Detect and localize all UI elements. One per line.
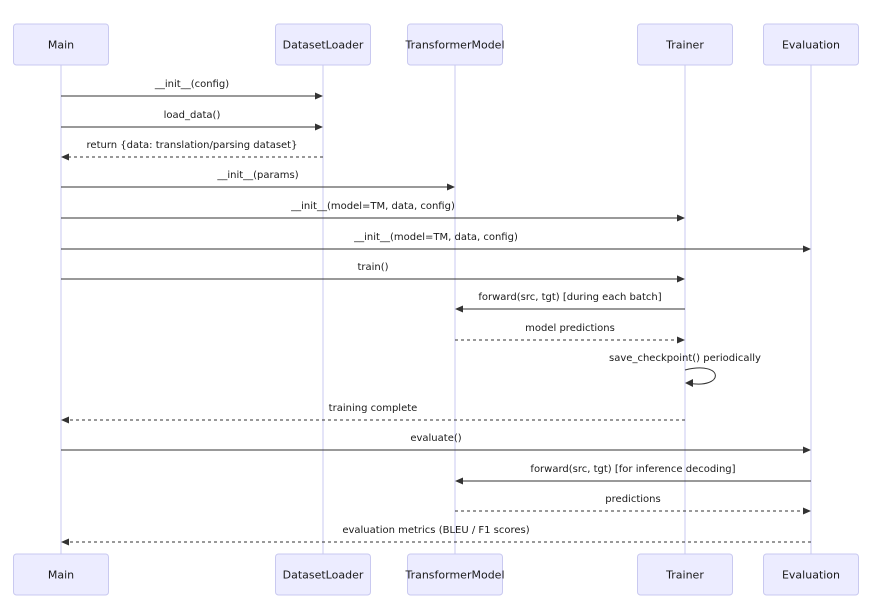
participant-transformer-model-top[interactable]: TransformerModel [404,23,505,66]
arrowhead [677,275,685,283]
participant-label: DatasetLoader [283,39,364,52]
participant-box [275,553,371,596]
arrowhead [803,446,811,454]
arrowhead [803,507,811,515]
arrowhead [685,379,693,387]
participant-trainer-top[interactable]: Trainer [637,23,733,66]
self-message-loop [684,367,716,385]
arrowhead [803,245,811,253]
message-14: predictions [455,494,811,515]
message-11: training complete [61,403,685,424]
lifelines [60,65,812,554]
participant-label: TransformerModel [404,569,504,582]
participant-label: Evaluation [782,569,840,582]
message-8: forward(src, tgt) [during each batch] [455,292,685,313]
participant-box [407,23,503,66]
participant-label: Trainer [665,39,704,52]
participant-dataset-loader-top[interactable]: DatasetLoader [275,23,371,66]
participant-label: Main [48,39,74,52]
participant-main-bottom[interactable]: Main [13,553,109,596]
message-label: predictions [605,494,660,505]
participant-evaluation-top[interactable]: Evaluation [763,23,859,66]
arrowhead [61,416,69,424]
message-label: forward(src, tgt) [during each batch] [478,292,661,303]
message-7: train() [61,262,685,283]
participant-box [763,23,859,66]
arrowhead [447,183,455,191]
message-label: __init__(params) [216,170,298,181]
participant-box [407,553,503,596]
participant-box [13,553,109,596]
participant-trainer-bottom[interactable]: Trainer [637,553,733,596]
message-label: train() [357,262,388,273]
arrowhead [677,336,685,344]
message-label: load_data() [164,110,221,121]
participant-main-top[interactable]: Main [13,23,109,66]
arrowhead [455,305,463,313]
message-3: return {data: translation/parsing datase… [61,140,323,161]
message-label: training complete [329,403,418,414]
participant-evaluation-bottom[interactable]: Evaluation [763,553,859,596]
message-2: load_data() [61,110,323,131]
message-label: return {data: translation/parsing datase… [87,140,298,151]
participants-top: Main DatasetLoader TransformerModel Trainer… [13,23,859,66]
participants-bottom: Main DatasetLoader TransformerModel Trainer… [13,553,859,596]
participant-label: TransformerModel [404,39,504,52]
messages: __init__(config) load_data()return {data:… [61,79,811,546]
arrowhead [61,153,69,161]
arrowhead [455,477,463,485]
participant-transformer-model-bottom[interactable]: TransformerModel [404,553,505,596]
arrowhead [677,214,685,222]
participant-label: Main [48,569,74,582]
participant-box [13,23,109,66]
message-4: __init__(params) [61,170,455,191]
arrowhead [315,92,323,100]
participant-label: Evaluation [782,39,840,52]
message-6: __init__(model=TM, data, config) [61,232,811,253]
arrowhead [61,538,69,546]
participant-label: Trainer [665,569,704,582]
message-label: evaluate() [410,433,461,444]
message-12: evaluate() [61,433,811,454]
message-10: save_checkpoint() periodically [609,353,761,387]
message-9: model predictions [455,323,685,344]
message-label: __init__(config) [154,79,229,90]
participant-dataset-loader-bottom[interactable]: DatasetLoader [275,553,371,596]
message-label: __init__(model=TM, data, config) [353,232,518,243]
participant-box [763,553,859,596]
message-label: forward(src, tgt) [for inference decodin… [530,464,735,475]
participant-box [637,23,733,66]
message-label: __init__(model=TM, data, config) [290,201,455,212]
participant-box [275,23,371,66]
message-15: evaluation metrics (BLEU / F1 scores) [61,525,811,546]
arrowhead [315,123,323,131]
message-label: save_checkpoint() periodically [609,353,761,364]
message-label: model predictions [525,323,615,334]
participant-box [637,553,733,596]
participant-label: DatasetLoader [283,569,364,582]
message-13: forward(src, tgt) [for inference decodin… [455,464,811,485]
message-5: __init__(model=TM, data, config) [61,201,685,222]
message-label: evaluation metrics (BLEU / F1 scores) [342,525,529,536]
message-1: __init__(config) [61,79,323,100]
